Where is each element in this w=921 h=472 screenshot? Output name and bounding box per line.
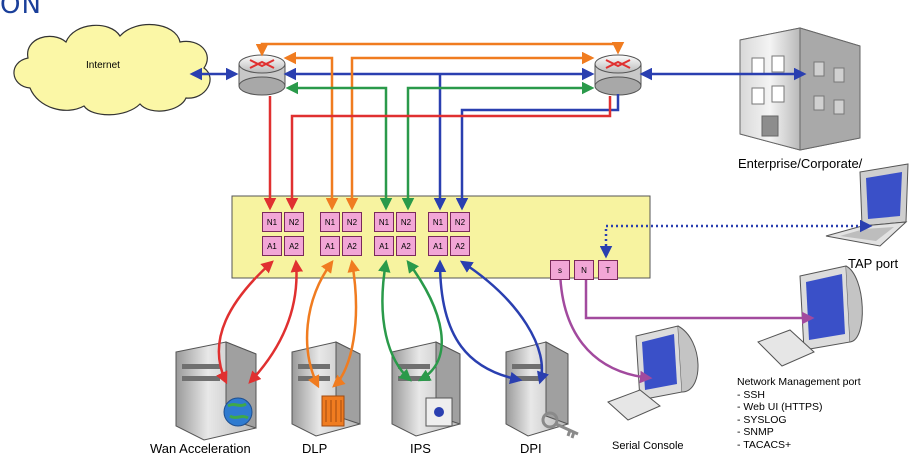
wan-acceleration-label: Wan Acceleration bbox=[150, 441, 251, 456]
port-n1[interactable]: N1 bbox=[262, 212, 282, 232]
port-tap[interactable]: T bbox=[598, 260, 618, 280]
router-left-icon bbox=[238, 54, 286, 96]
port-a1[interactable]: A1 bbox=[374, 236, 394, 256]
port-n2[interactable]: N2 bbox=[342, 212, 362, 232]
serial-console-label: Serial Console bbox=[612, 440, 684, 452]
laptop-icon bbox=[825, 163, 909, 247]
enterprise-label: Enterprise/Corporate/ bbox=[738, 156, 863, 171]
dlp-label: DLP bbox=[302, 441, 328, 456]
internet-cloud bbox=[13, 23, 211, 116]
ips-server-icon bbox=[391, 341, 461, 437]
port-n2[interactable]: N2 bbox=[396, 212, 416, 232]
dpi-label: DPI bbox=[520, 441, 542, 456]
port-network[interactable]: N bbox=[574, 260, 594, 280]
enterprise-building-icon bbox=[739, 27, 861, 151]
management-protocol-https: - Web UI (HTTPS) bbox=[737, 401, 823, 413]
ips-label: IPS bbox=[410, 441, 431, 456]
tap-port-label: TAP port bbox=[848, 256, 899, 271]
management-port-list: Network Management port - SSH - Web UI (… bbox=[737, 376, 861, 451]
port-a2[interactable]: A2 bbox=[396, 236, 416, 256]
heading-fragment: ON bbox=[0, 0, 42, 20]
port-a2[interactable]: A2 bbox=[342, 236, 362, 256]
internet-label: Internet bbox=[86, 60, 120, 71]
port-n1[interactable]: N1 bbox=[320, 212, 340, 232]
management-protocol-snmp: - SNMP bbox=[737, 426, 774, 438]
management-port-title: Network Management port bbox=[737, 376, 861, 388]
port-a2[interactable]: A2 bbox=[450, 236, 470, 256]
port-a1[interactable]: A1 bbox=[428, 236, 448, 256]
management-protocol-syslog: - SYSLOG bbox=[737, 413, 787, 426]
management-protocol-ssh: - SSH bbox=[737, 388, 766, 401]
port-n1[interactable]: N1 bbox=[374, 212, 394, 232]
port-n2[interactable]: N2 bbox=[450, 212, 470, 232]
connection-lines bbox=[189, 42, 873, 389]
management-pc-icon bbox=[757, 265, 863, 367]
port-n1[interactable]: N1 bbox=[428, 212, 448, 232]
port-serial[interactable]: s bbox=[550, 260, 570, 280]
wan-acceleration-server-icon bbox=[175, 341, 257, 441]
port-a2[interactable]: A2 bbox=[284, 236, 304, 256]
port-a1[interactable]: A1 bbox=[320, 236, 340, 256]
dpi-server-icon bbox=[505, 341, 579, 439]
management-protocol-tacacs: - TACACS+ bbox=[737, 438, 792, 451]
port-n2[interactable]: N2 bbox=[284, 212, 304, 232]
port-a1[interactable]: A1 bbox=[262, 236, 282, 256]
router-right-icon bbox=[594, 54, 642, 96]
